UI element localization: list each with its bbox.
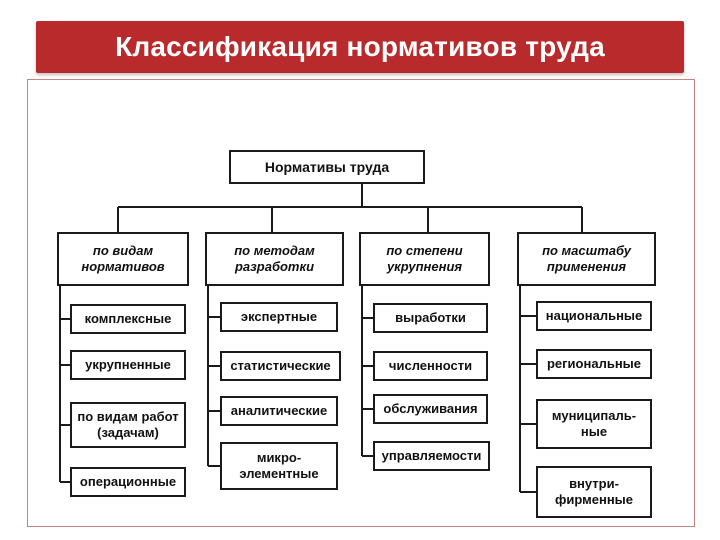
item-node: экспертные (220, 302, 338, 332)
item-node: операционные (70, 467, 186, 497)
item-label: обслуживания (383, 401, 478, 416)
root-node: Нормативы труда (229, 150, 425, 184)
item-node: по видам работ (задачам) (70, 402, 186, 448)
category-node-types: по видам нормативов (57, 232, 189, 286)
slide-title: Классификация нормативов труда (115, 31, 605, 62)
category-node-methods: по методам разработки (205, 232, 344, 286)
item-node: комплексные (70, 304, 186, 334)
item-label: муниципаль- ные (551, 408, 637, 439)
item-node: микро- элементные (220, 442, 338, 490)
category-label: по видам нормативов (81, 243, 165, 274)
item-label: национальные (545, 308, 643, 323)
item-node: численности (373, 351, 488, 381)
root-label: Нормативы труда (264, 159, 390, 175)
item-label: численности (388, 358, 473, 373)
item-node: укрупненные (70, 350, 186, 380)
item-label: региональные (546, 356, 642, 371)
item-node: выработки (373, 303, 488, 333)
item-label: микро- элементные (239, 450, 319, 481)
item-label: управляемости (381, 448, 482, 463)
item-label: комплексные (84, 311, 172, 326)
item-node: внутри- фирменные (536, 466, 652, 518)
item-node: региональные (536, 349, 652, 379)
title-bar: Классификация нормативов труда (36, 21, 684, 73)
item-node: аналитические (220, 396, 338, 426)
item-label: операционные (79, 474, 177, 489)
category-node-aggregation: по степени укрупнения (359, 232, 490, 286)
item-node: национальные (536, 301, 652, 331)
item-label: укрупненные (85, 357, 171, 372)
item-node: управляемости (373, 441, 490, 471)
item-label: аналитические (230, 403, 328, 418)
item-label: внутри- фирменные (554, 476, 634, 507)
item-label: выработки (395, 310, 466, 325)
item-node: муниципаль- ные (536, 399, 652, 449)
item-node: обслуживания (373, 394, 488, 424)
category-label: по степени укрупнения (386, 243, 463, 274)
item-label: экспертные (240, 309, 318, 324)
item-label: по видам работ (задачам) (77, 409, 179, 440)
item-label: статистические (230, 358, 331, 373)
item-node: статистические (220, 351, 341, 381)
content-frame (27, 79, 695, 527)
category-label: по масштабу применения (542, 243, 631, 274)
category-label: по методам разработки (234, 243, 315, 274)
category-node-scale: по масштабу применения (517, 232, 656, 286)
